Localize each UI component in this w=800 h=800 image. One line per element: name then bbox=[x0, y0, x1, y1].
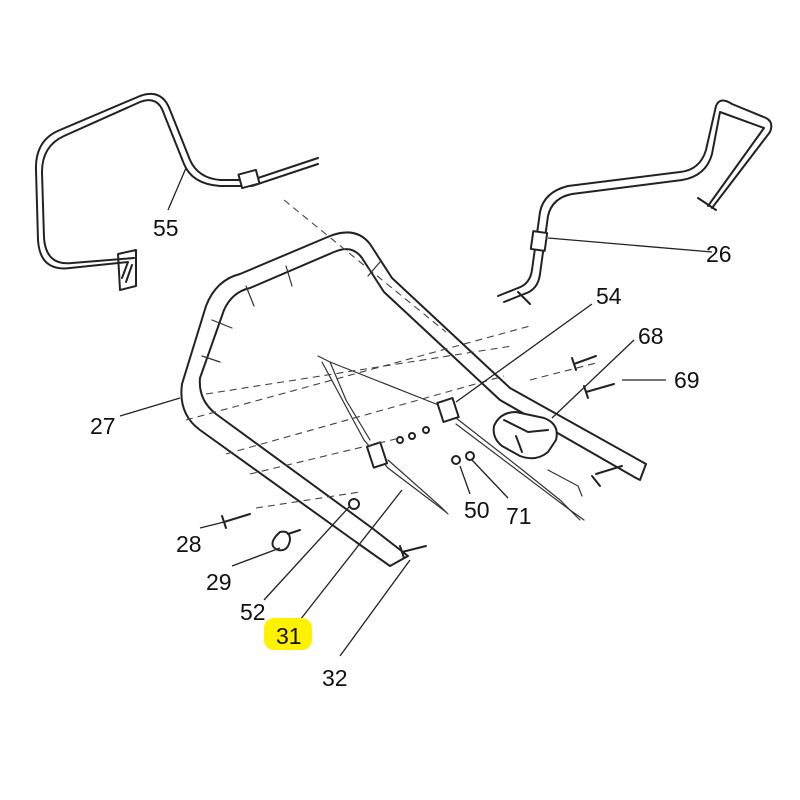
part-54-cable-assembly bbox=[317, 355, 585, 521]
part-32-pin bbox=[399, 545, 427, 559]
callout-31: 31 bbox=[276, 623, 302, 649]
part-small-washers bbox=[396, 426, 430, 444]
callout-54: 54 bbox=[596, 283, 622, 309]
part-55-left-bail-bar bbox=[34, 92, 319, 291]
callout-26: 26 bbox=[706, 241, 732, 267]
part-50-nut bbox=[451, 455, 461, 465]
callout-27: 27 bbox=[90, 413, 116, 439]
callout-31-highlight bbox=[264, 618, 312, 650]
part-pin-lower bbox=[591, 465, 623, 487]
part-68-switch-box bbox=[492, 411, 558, 460]
callout-69: 69 bbox=[674, 367, 700, 393]
callout-50: 50 bbox=[464, 497, 490, 523]
part-28-bolt bbox=[221, 513, 251, 529]
callout-labels: 55 26 54 68 69 27 50 71 28 29 52 31 32 bbox=[90, 215, 732, 691]
part-71-washer bbox=[465, 451, 475, 461]
part-26-right-bail-bar bbox=[497, 99, 773, 305]
callout-32: 32 bbox=[322, 665, 348, 691]
part-69-bolt bbox=[583, 383, 615, 399]
callout-29: 29 bbox=[206, 569, 232, 595]
callout-68: 68 bbox=[638, 323, 664, 349]
part-29-knob bbox=[271, 529, 301, 552]
callout-55: 55 bbox=[153, 215, 179, 241]
callout-71: 71 bbox=[506, 503, 532, 529]
part-52-nut bbox=[348, 498, 360, 510]
leader-lines bbox=[119, 167, 713, 657]
callout-52: 52 bbox=[240, 599, 266, 625]
part-27-main-handle bbox=[180, 231, 647, 567]
assembly-lines bbox=[185, 199, 601, 509]
part-bolt-upper bbox=[571, 355, 597, 371]
callout-28: 28 bbox=[176, 531, 202, 557]
